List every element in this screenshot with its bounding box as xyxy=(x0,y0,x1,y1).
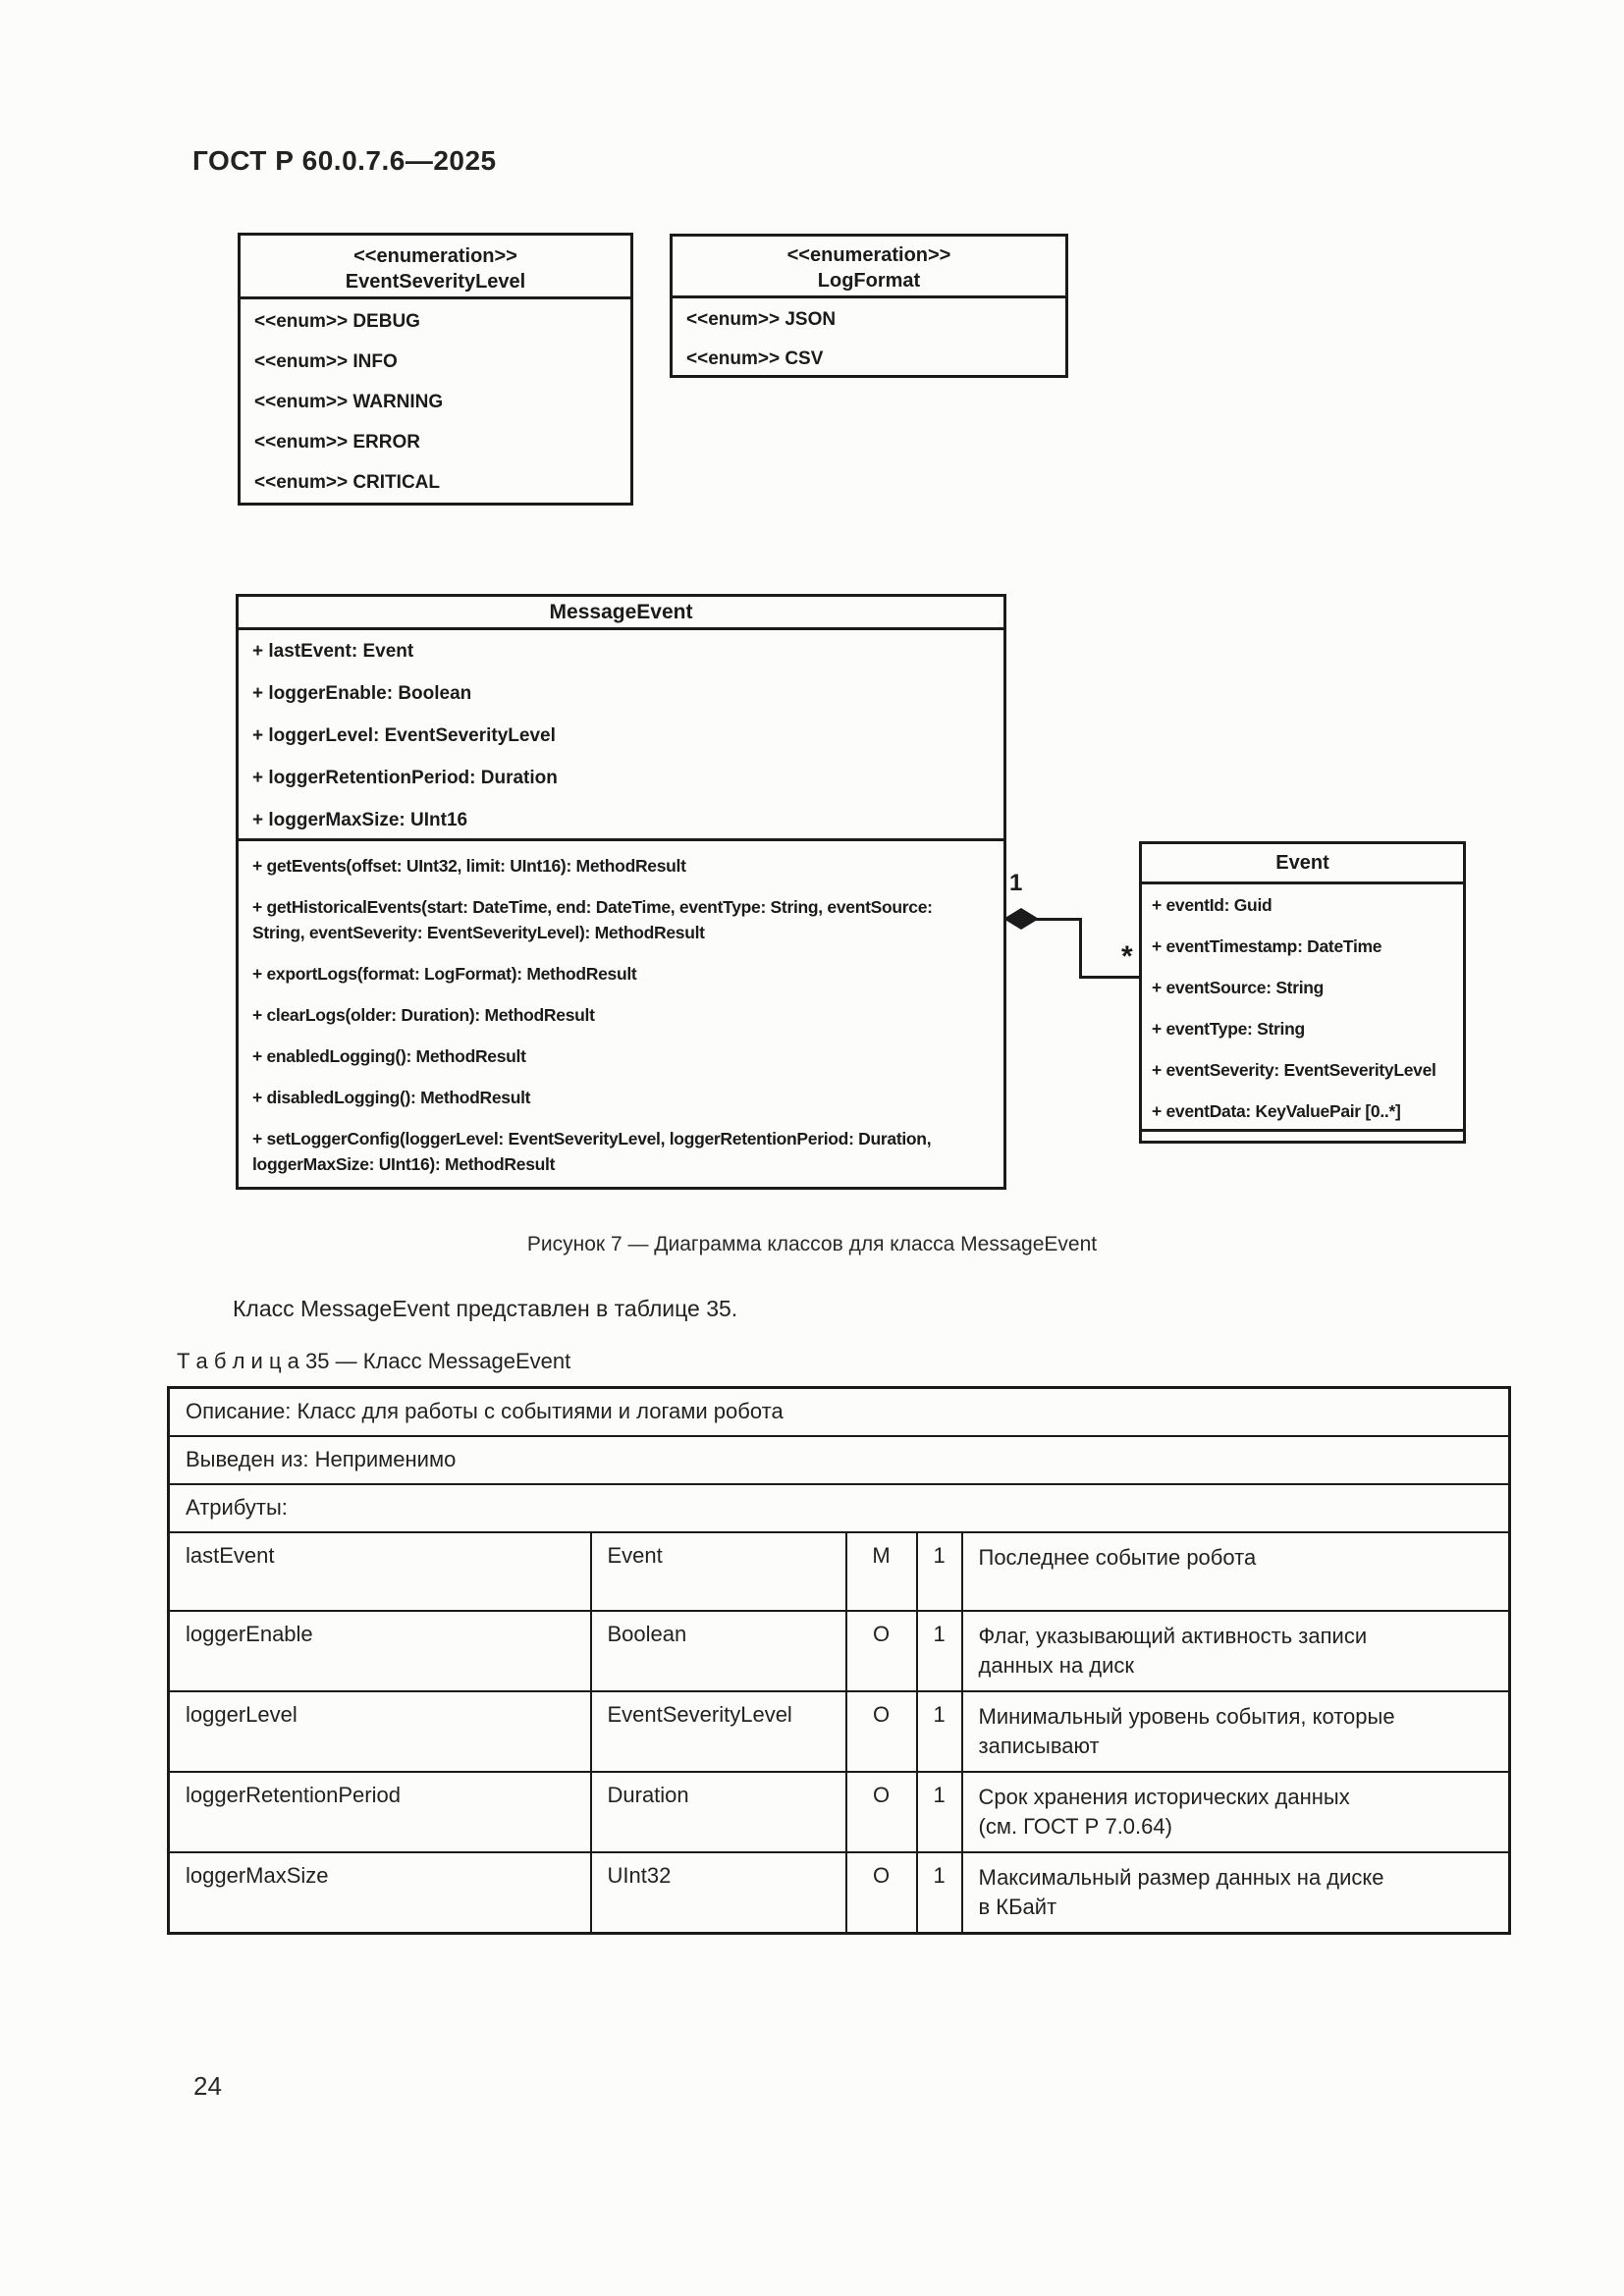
uml-attribute: + eventData: KeyValuePair [0..*] xyxy=(1152,1101,1401,1121)
table-header-rows: Описание: Класс для работы с событиями и… xyxy=(167,1386,1511,1533)
uml-enum-event-severity-level: <<enumeration>> EventSeverityLevel <<enu… xyxy=(238,233,633,506)
uml-attribute: + eventId: Guid xyxy=(1152,895,1272,915)
uml-enum-item-list: <<enum>> DEBUG <<enum>> INFO <<enum>> WARN… xyxy=(241,299,630,503)
cell-attribute-type: Duration xyxy=(589,1770,847,1853)
uml-attribute: + loggerRetentionPeriod: Duration xyxy=(252,768,558,788)
uml-attribute: + loggerEnable: Boolean xyxy=(252,683,472,704)
cell-requirement: O xyxy=(844,1770,918,1853)
cell-cardinality: 1 xyxy=(915,1609,963,1692)
uml-attribute: + loggerLevel: EventSeverityLevel xyxy=(252,725,556,746)
uml-attribute-list: + eventId: Guid + eventTimestamp: DateTim… xyxy=(1142,884,1463,1132)
cell-requirement: M xyxy=(844,1530,918,1612)
uml-stereotype-label: <<enumeration>> xyxy=(353,245,517,267)
table-row: lastEvent Event M 1 Последнее событие ро… xyxy=(167,1530,1511,1612)
cell-attribute-type: UInt32 xyxy=(589,1850,847,1934)
page-number: 24 xyxy=(193,2071,222,2101)
uml-class-name: MessageEvent xyxy=(239,597,1003,630)
cell-requirement: O xyxy=(844,1689,918,1773)
uml-method: + clearLogs(older: Duration): MethodResu… xyxy=(252,1005,595,1025)
table-merged-cell: Описание: Класс для работы с событиями и… xyxy=(167,1386,1511,1437)
cell-cardinality: 1 xyxy=(915,1850,963,1934)
uml-method-list: + getEvents(offset: UInt32, limit: UInt1… xyxy=(239,841,1003,1193)
table-merged-row: Выведен из: Неприменимо xyxy=(167,1434,1511,1485)
uml-stereotype-label: <<enumeration>> xyxy=(786,244,951,266)
uml-enum-item: <<enum>> WARNING xyxy=(254,392,444,412)
body-paragraph: Класс MessageEvent представлен в таблице… xyxy=(233,1296,738,1321)
uml-enum-item-list: <<enum>> JSON <<enum>> CSV xyxy=(673,298,1065,379)
table-title: Т а б л и ц а 35 — Класс MessageEvent xyxy=(177,1349,571,1373)
uml-attribute: + eventType: String xyxy=(1152,1019,1305,1039)
cell-description: Флаг, указывающий активность записи данн… xyxy=(960,1609,1511,1692)
uml-method: + getEvents(offset: UInt32, limit: UInt1… xyxy=(252,856,686,876)
association-line-horizontal xyxy=(1021,918,1082,921)
figure-caption: Рисунок 7 — Диаграмма классов для класса… xyxy=(526,1233,1098,1255)
cell-attribute-name: loggerEnable xyxy=(167,1609,592,1692)
table-row: loggerEnable Boolean O 1 Флаг, указывающ… xyxy=(167,1609,1511,1692)
uml-attribute-list: + lastEvent: Event + loggerEnable: Boolea… xyxy=(239,630,1003,841)
cell-cardinality: 1 xyxy=(915,1770,963,1853)
uml-class-message-event: MessageEvent + lastEvent: Event + loggerE… xyxy=(236,594,1006,1190)
uml-enum-item: <<enum>> CSV xyxy=(686,348,824,369)
uml-enum-title: <<enumeration>> LogFormat xyxy=(673,237,1065,298)
uml-method: + disabledLogging(): MethodResult xyxy=(252,1088,531,1107)
cell-requirement: O xyxy=(844,1609,918,1692)
uml-enum-item: <<enum>> ERROR xyxy=(254,432,420,453)
cell-attribute-type: EventSeverityLevel xyxy=(589,1689,847,1773)
multiplicity-target: * xyxy=(1121,940,1133,973)
uml-enum-name: LogFormat xyxy=(817,270,921,292)
cell-cardinality: 1 xyxy=(915,1530,963,1612)
table-35: Описание: Класс для работы с событиями и… xyxy=(167,1386,1512,1935)
table-merged-row: Атрибуты: xyxy=(167,1482,1511,1533)
uml-enum-item: <<enum>> DEBUG xyxy=(254,311,420,332)
uml-method: + exportLogs(format: LogFormat): MethodR… xyxy=(252,964,637,984)
cell-description: Срок хранения исторических данных (см. Г… xyxy=(960,1770,1511,1853)
uml-empty-compartment xyxy=(1142,1132,1463,1138)
cell-attribute-name: loggerMaxSize xyxy=(167,1850,592,1934)
uml-attribute: + loggerMaxSize: UInt16 xyxy=(252,810,468,830)
uml-enum-item: <<enum>> CRITICAL xyxy=(254,472,440,493)
uml-attribute: + eventSeverity: EventSeverityLevel xyxy=(1152,1060,1436,1080)
cell-description: Последнее событие робота xyxy=(960,1530,1511,1612)
uml-class-name: Event xyxy=(1142,844,1463,884)
uml-method: + enabledLogging(): MethodResult xyxy=(252,1046,526,1066)
table-merged-cell: Выведен из: Неприменимо xyxy=(167,1434,1511,1485)
uml-enum-item: <<enum>> JSON xyxy=(686,309,837,330)
cell-description: Максимальный размер данных на диске в КБ… xyxy=(960,1850,1511,1934)
association-line-horizontal xyxy=(1079,976,1141,979)
table-merged-cell: Атрибуты: xyxy=(167,1482,1511,1533)
cell-description: Минимальный уровень события, которые зап… xyxy=(960,1689,1511,1773)
uml-attribute: + lastEvent: Event xyxy=(252,641,414,662)
cell-attribute-name: loggerRetentionPeriod xyxy=(167,1770,592,1853)
multiplicity-source: 1 xyxy=(1009,870,1023,896)
uml-enum-log-format: <<enumeration>> LogFormat <<enum>> JSON<… xyxy=(670,234,1068,378)
cell-attribute-name: loggerLevel xyxy=(167,1689,592,1773)
table-row: loggerLevel EventSeverityLevel O 1 Миним… xyxy=(167,1689,1511,1773)
uml-attribute: + eventTimestamp: DateTime xyxy=(1152,936,1382,956)
cell-attribute-type: Event xyxy=(589,1530,847,1612)
composition-diamond-icon xyxy=(1003,908,1039,930)
association-line-vertical xyxy=(1079,918,1082,979)
uml-method: + setLoggerConfig(loggerLevel: EventSeve… xyxy=(252,1129,932,1174)
table-attribute-rows: lastEvent Event M 1 Последнее событие ро… xyxy=(167,1530,1511,1934)
document-header: ГОСТ Р 60.0.7.6—2025 xyxy=(192,145,497,176)
uml-attribute: + eventSource: String xyxy=(1152,978,1325,997)
table-row: loggerRetentionPeriod Duration O 1 Срок … xyxy=(167,1770,1511,1853)
cell-attribute-name: lastEvent xyxy=(167,1530,592,1612)
uml-enum-name: EventSeverityLevel xyxy=(345,271,526,293)
table-merged-row: Описание: Класс для работы с событиями и… xyxy=(167,1386,1511,1437)
cell-requirement: O xyxy=(844,1850,918,1934)
cell-cardinality: 1 xyxy=(915,1689,963,1773)
uml-class-event: Event + eventId: Guid + eventTimestamp: D… xyxy=(1139,841,1466,1144)
table-row: loggerMaxSize UInt32 O 1 Максимальный ра… xyxy=(167,1850,1511,1934)
cell-attribute-type: Boolean xyxy=(589,1609,847,1692)
uml-enum-title: <<enumeration>> EventSeverityLevel xyxy=(241,236,630,299)
uml-enum-item: <<enum>> INFO xyxy=(254,351,398,372)
uml-method: + getHistoricalEvents(start: DateTime, e… xyxy=(252,897,933,942)
